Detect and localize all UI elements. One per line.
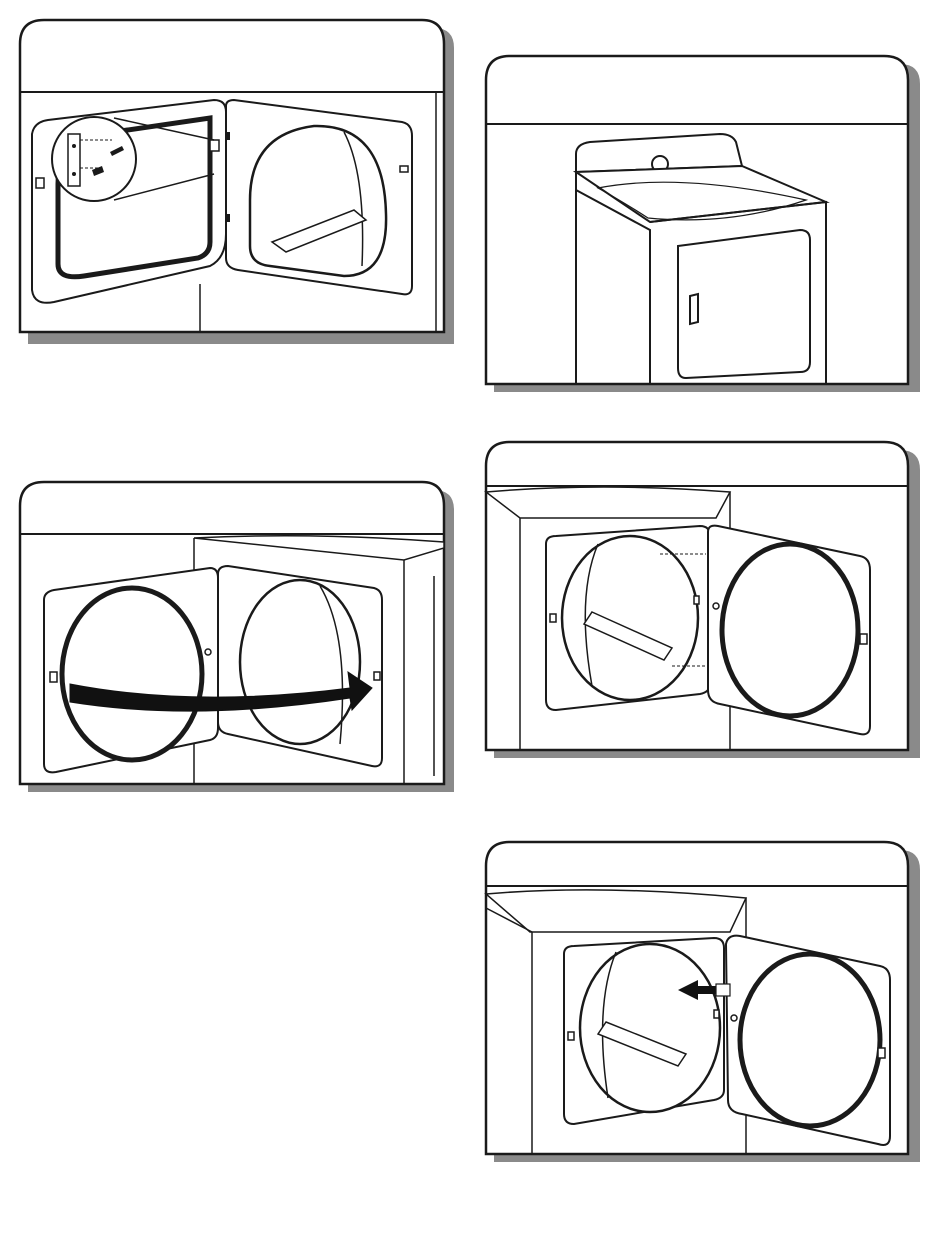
open-door-right [708,526,870,735]
panel-3-door-swing [14,476,454,796]
open-door-left [44,568,218,772]
panel-2-illustration [480,50,920,395]
panel-1-hinge-detail [14,14,454,349]
panel-1-illustration [14,14,454,349]
panel-4-illustration [480,436,920,761]
panel-5-door-removal [480,836,920,1166]
dryer-opening [546,526,710,710]
dryer-opening [226,100,412,294]
panel-3-illustration [14,476,454,796]
panel-5-illustration [480,836,920,1166]
panel-4-door-open-right [480,436,920,761]
open-door-right [726,936,890,1145]
panel-2-door-closed [480,50,920,395]
dryer-opening [564,938,724,1124]
